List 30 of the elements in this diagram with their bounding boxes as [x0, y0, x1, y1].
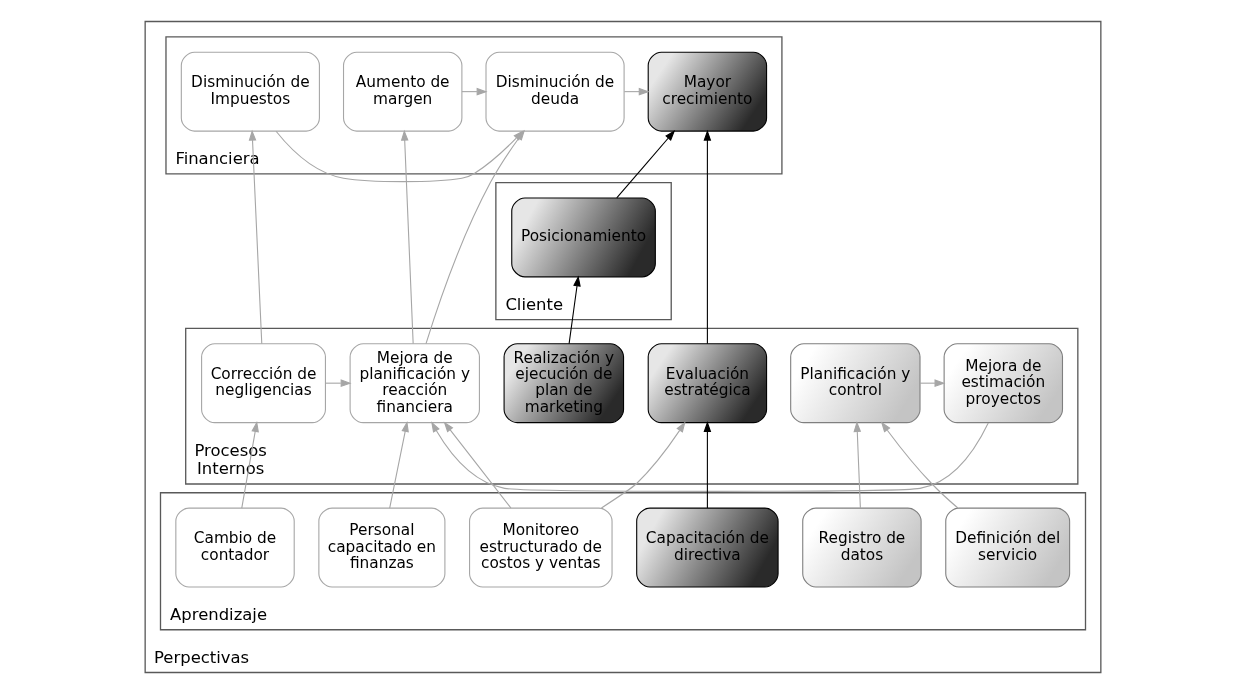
arrow	[443, 421, 511, 509]
arrow	[240, 421, 259, 509]
node-box: Mejora de planificación y reacción financiera	[349, 343, 480, 424]
arrow	[248, 129, 262, 345]
node-box: Definición del servicio	[944, 507, 1070, 588]
arrow	[852, 421, 861, 509]
node-box: Monitoreo estructurado de costos y ventas	[468, 507, 613, 588]
node-box: Corrección de negligencias	[200, 343, 326, 424]
node-box: Mayor crecimiento	[647, 51, 767, 132]
node-box: Aumento de margen	[342, 51, 462, 132]
node-box: Planificación y control	[789, 343, 921, 424]
arrow	[703, 129, 711, 345]
arrow	[430, 421, 989, 492]
arrow	[388, 421, 409, 509]
node-box: Disminución de Impuestos	[180, 51, 320, 132]
node-box: Disminución de deuda	[484, 51, 625, 132]
node-box: Cambio de contador	[174, 507, 295, 588]
arrow	[623, 87, 650, 96]
arrow	[568, 275, 581, 345]
node-box: Mejora de estimación proyectos	[943, 343, 1063, 424]
node-box: Capacitación de directiva	[635, 507, 779, 588]
arrow	[615, 130, 675, 199]
arrow	[600, 421, 686, 509]
node-box: Registro de datos	[801, 507, 922, 588]
arrow	[703, 421, 711, 509]
node-box: Personal capacitado en finanzas	[317, 507, 445, 588]
arrow	[880, 421, 958, 509]
arrow	[460, 87, 488, 96]
arrow	[400, 129, 414, 345]
node-box: Evaluación estratégica	[647, 343, 767, 424]
